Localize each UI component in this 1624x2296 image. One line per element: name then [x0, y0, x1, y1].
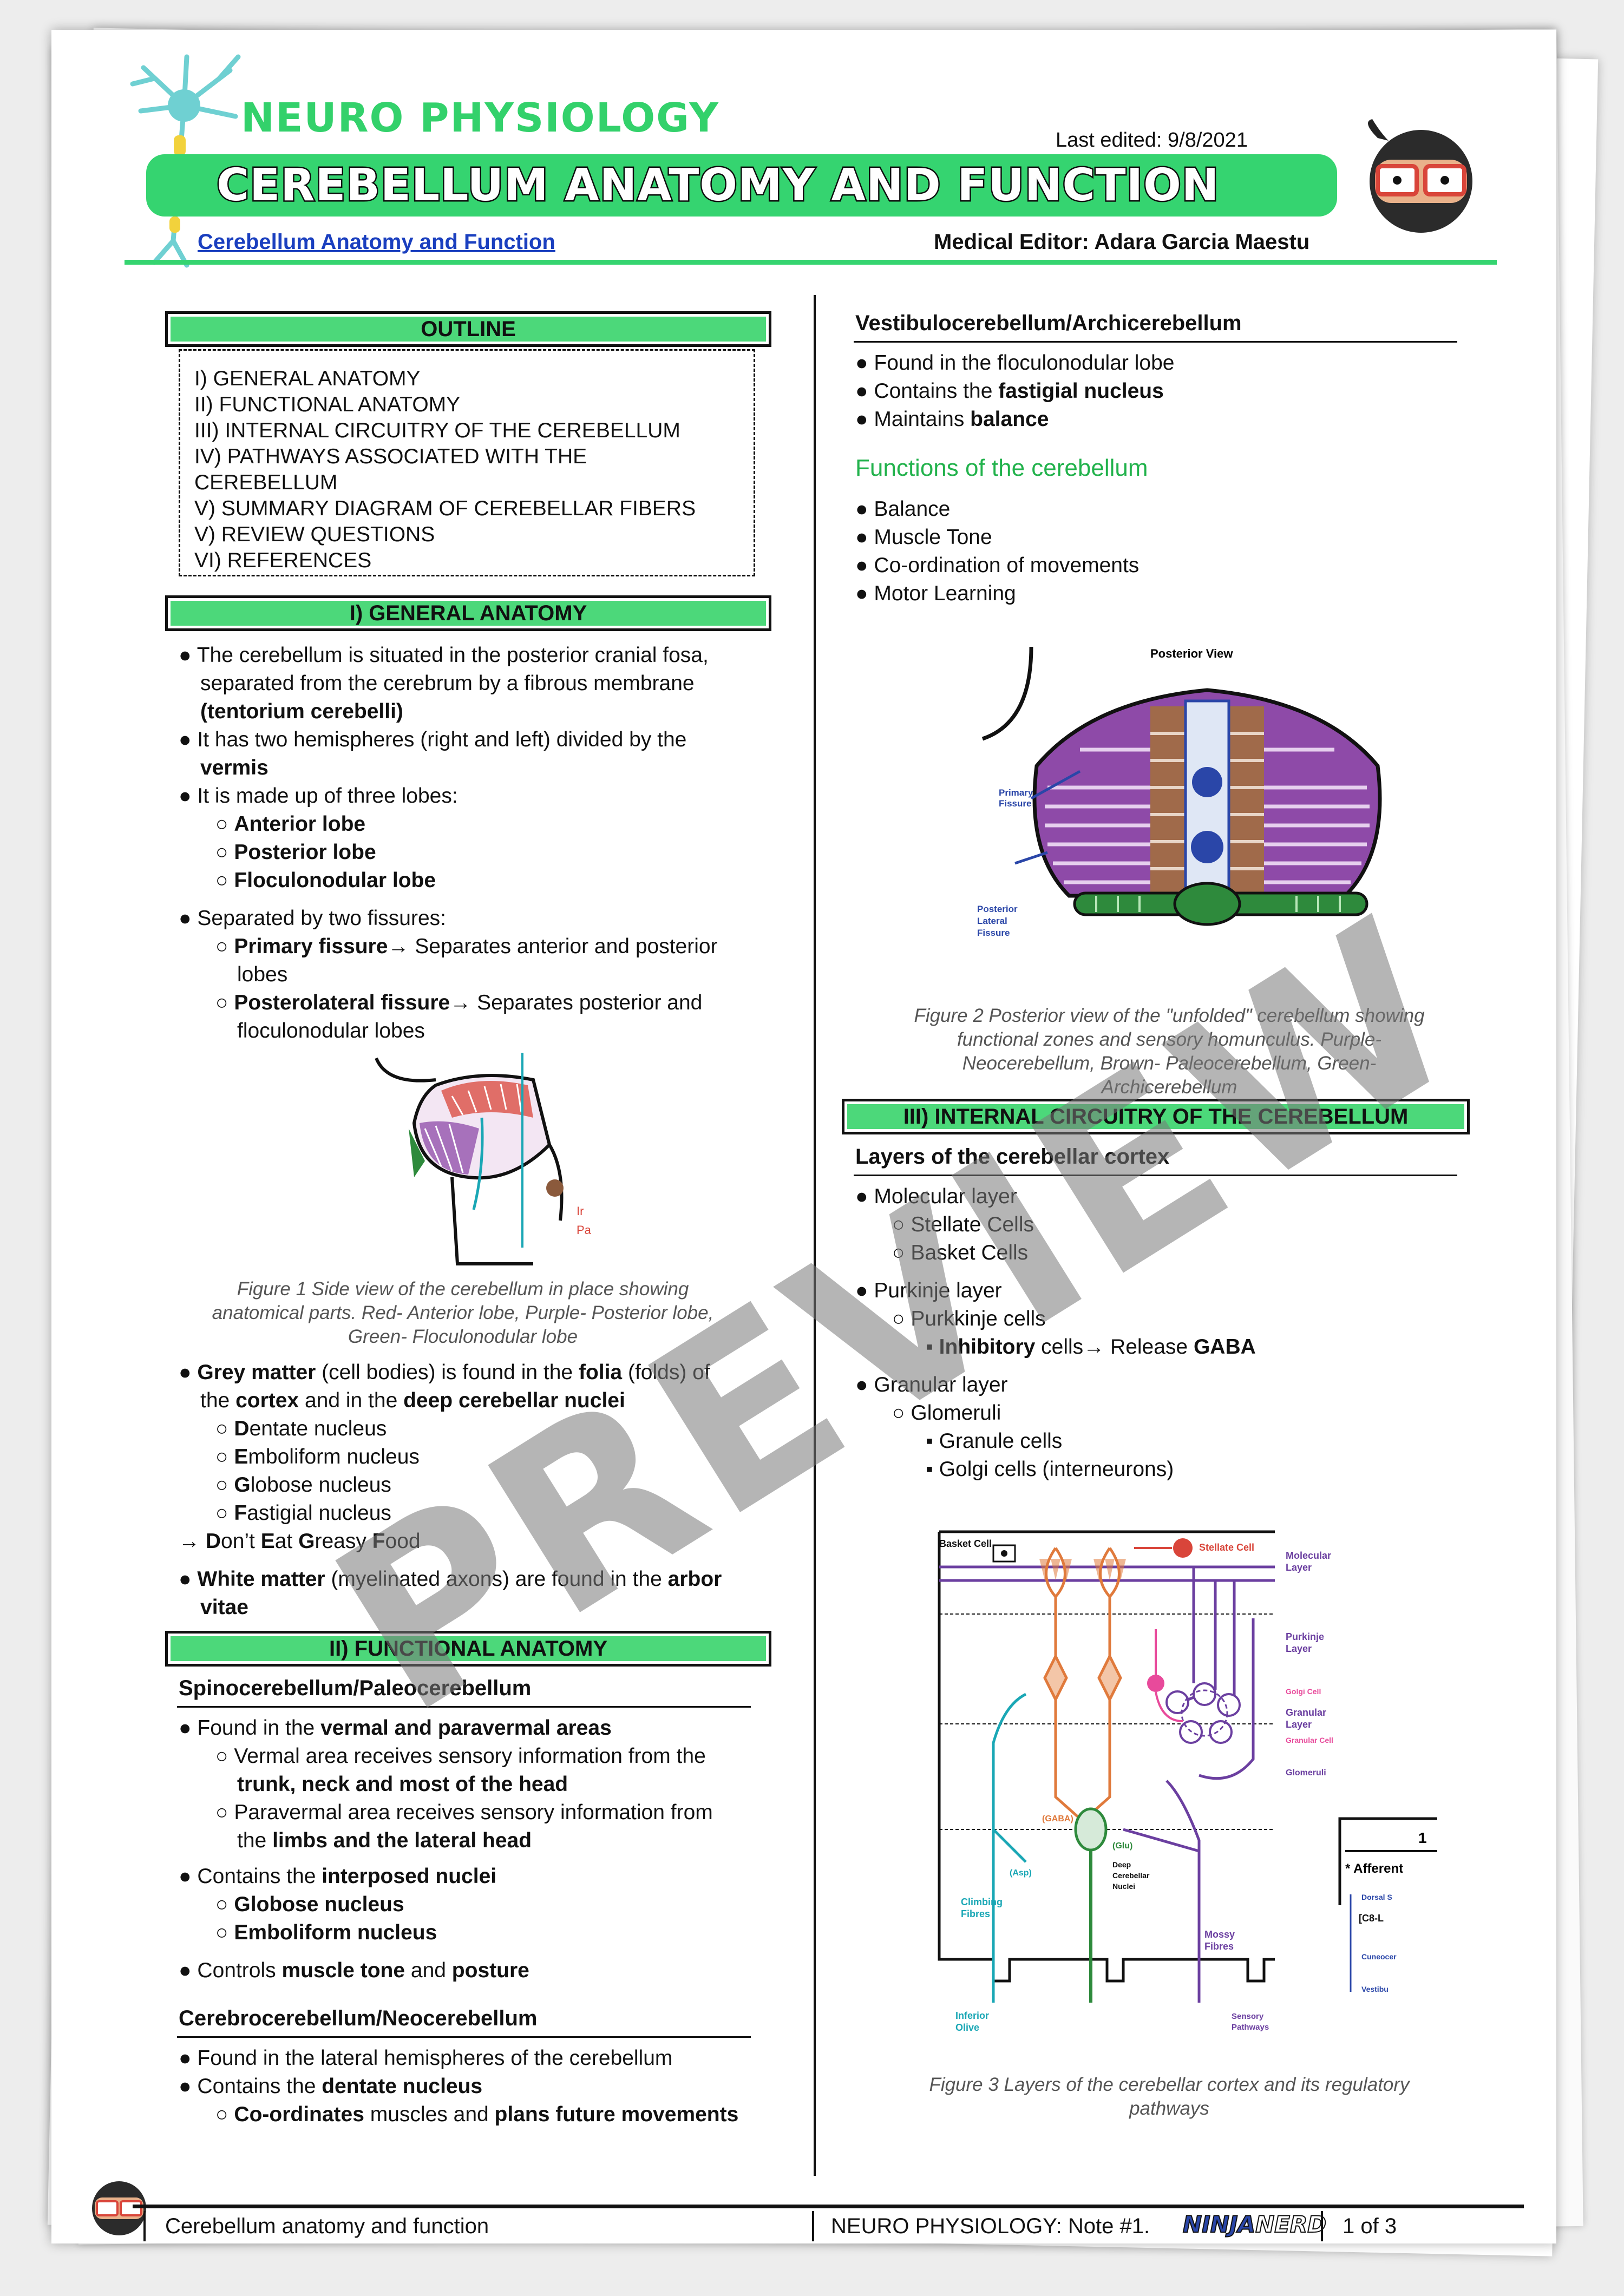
vestibulocerebellum-text: ● Found in the floculonodular lobe ● Con…	[855, 351, 1175, 431]
svg-text:[C8-L: [C8-L	[1359, 1913, 1384, 1924]
title-banner	[146, 154, 1337, 217]
svg-text:Pa: Pa	[577, 1223, 592, 1237]
figure-2-posterior-view: Posterior View Primary Fissure Posterior…	[977, 646, 1382, 938]
svg-text:Deep: Deep	[1112, 1860, 1131, 1869]
outline-item: CEREBELLUM	[194, 471, 338, 494]
svg-text:Pathways: Pathways	[1232, 2023, 1269, 2032]
footer-rule	[133, 2205, 1524, 2208]
section-heading-internal-circuitry: III) INTERNAL CIRCUITRY OF THE CEREBELLU…	[842, 1099, 1470, 1134]
svg-text:Cerebellar: Cerebellar	[1112, 1871, 1150, 1880]
figure-1-caption: Figure 1 Side view of the cerebellum in …	[212, 1278, 714, 1347]
subject-link[interactable]: Cerebellum Anatomy and Function	[198, 230, 555, 254]
svg-text:Layer: Layer	[1286, 1562, 1312, 1573]
outline-heading: OUTLINE	[165, 311, 771, 347]
subheading-rule	[177, 2036, 751, 2038]
svg-text:Sensory: Sensory	[1232, 2012, 1264, 2021]
cerebrocerebellum-heading: Cerebrocerebellum/Neocerebellum	[179, 2006, 538, 2030]
svg-text:Dorsal S: Dorsal S	[1361, 1893, 1392, 1901]
svg-text:1: 1	[1418, 1829, 1427, 1846]
svg-text:Glomeruli: Glomeruli	[1286, 1768, 1326, 1777]
svg-text:Fissure: Fissure	[977, 928, 1010, 938]
svg-text:Granular Cell: Granular Cell	[1286, 1736, 1333, 1744]
outline-item: IV) PATHWAYS ASSOCIATED WITH THE	[194, 445, 587, 468]
footer-divider	[143, 2211, 146, 2241]
svg-text:* Afferent: * Afferent	[1345, 1861, 1403, 1876]
functions-list: ● Balance ● Muscle Tone ● Co-ordination …	[855, 497, 1140, 605]
svg-text:Nuclei: Nuclei	[1112, 1882, 1135, 1891]
svg-text:Primary: Primary	[999, 788, 1033, 798]
mnemonic: → Don’t Eat Greasy Food	[179, 1530, 421, 1553]
subheading-rule	[177, 1706, 751, 1708]
svg-text:Fibres: Fibres	[961, 1908, 990, 1919]
section-heading-functional-anatomy: II) FUNCTIONAL ANATOMY	[165, 1631, 771, 1667]
svg-text:Molecular: Molecular	[1286, 1550, 1331, 1561]
ninja-avatar-icon	[1368, 119, 1472, 233]
outline-item: V) REVIEW QUESTIONS	[194, 523, 435, 546]
layers-text: ● Molecular layer ○ Stellate Cells ○ Bas…	[855, 1185, 1256, 1481]
functions-heading: Functions of the cerebellum	[855, 455, 1148, 481]
svg-text:(Asp): (Asp)	[1010, 1868, 1032, 1878]
footer-note-title: Cerebellum anatomy and function	[165, 2214, 489, 2238]
svg-text:(GABA): (GABA)	[1042, 1814, 1073, 1823]
subheading-rule	[854, 341, 1457, 343]
svg-text:Stellate Cell: Stellate Cell	[1199, 1542, 1254, 1553]
medical-editor: Medical Editor: Adara Garcia Maestu	[934, 230, 1310, 254]
svg-text:Layer: Layer	[1286, 1719, 1312, 1730]
section-heading-general-anatomy: I) GENERAL ANATOMY	[165, 595, 771, 631]
subheading-rule	[854, 1175, 1457, 1176]
svg-text:Granular: Granular	[1286, 1707, 1326, 1718]
outline-item: I) GENERAL ANATOMY	[194, 367, 421, 390]
figure-2-caption: Figure 2 Posterior view of the "unfolded…	[914, 1005, 1425, 1098]
svg-text:Ir: Ir	[577, 1204, 584, 1218]
svg-text:Climbing: Climbing	[961, 1897, 1003, 1907]
header-divider	[125, 260, 1497, 265]
figure-1-side-view: Ir Pa	[375, 1053, 592, 1265]
figure-3-caption: Figure 3 Layers of the cerebellar cortex…	[929, 2074, 1410, 2119]
outline-item: VI) REFERENCES	[194, 549, 372, 572]
outline-item: III) INTERNAL CIRCUITRY OF THE CEREBELLU…	[194, 419, 680, 442]
figure-3-cortex-layers: Basket Cell Stellate Cell Molecular Laye…	[938, 1530, 1437, 2033]
page-title: CEREBELLUM ANATOMY AND FUNCTION	[215, 159, 1220, 213]
svg-text:Posterior View: Posterior View	[1150, 647, 1233, 660]
last-edited: Last edited: 9/8/2021	[1056, 129, 1248, 152]
svg-text:Fibres: Fibres	[1204, 1941, 1234, 1952]
svg-text:Olive: Olive	[955, 2022, 979, 2033]
page-number: 1 of 3	[1343, 2214, 1397, 2238]
document-page: NEURO PHYSIOLOGY Last edited: 9/8/2021 C…	[51, 30, 1556, 2243]
column-divider	[814, 295, 816, 2176]
footer-note-number: NEURO PHYSIOLOGY: Note #1.	[831, 2214, 1150, 2238]
svg-text:Basket Cell: Basket Cell	[939, 1538, 992, 1549]
outline-box: I) GENERAL ANATOMY II) FUNCTIONAL ANATOM…	[179, 349, 755, 576]
vestibulocerebellum-heading: Vestibulocerebellum/Archicerebellum	[855, 311, 1242, 335]
cerebrocerebellum-text: ● Found in the lateral hemispheres of th…	[179, 2046, 739, 2126]
svg-text:Lateral: Lateral	[977, 916, 1007, 926]
spinocerebellum-heading: Spinocerebellum/Paleocerebellum	[179, 1676, 532, 1700]
footer-divider	[812, 2211, 814, 2241]
outline-item: V) SUMMARY DIAGRAM OF CEREBELLAR FIBERS	[194, 497, 696, 520]
svg-text:Golgi Cell: Golgi Cell	[1286, 1687, 1321, 1696]
spinocerebellum-text: ● Found in the vermal and paravermal are…	[179, 1716, 713, 1982]
svg-text:Inferior: Inferior	[955, 2010, 989, 2021]
svg-text:Mossy: Mossy	[1204, 1929, 1235, 1940]
outline-item: II) FUNCTIONAL ANATOMY	[194, 393, 461, 416]
course-title: NEURO PHYSIOLOGY	[241, 95, 719, 141]
layers-heading: Layers of the cerebellar cortex	[855, 1145, 1170, 1169]
svg-text:Fissure: Fissure	[999, 798, 1031, 809]
ninja-nerd-logo: NINJANERD	[1182, 2210, 1327, 2238]
svg-text:Cuneocer: Cuneocer	[1361, 1952, 1397, 1961]
svg-text:(Glu): (Glu)	[1112, 1841, 1132, 1851]
svg-text:Posterior: Posterior	[977, 904, 1018, 914]
general-anatomy-text: ● The cerebellum is situated in the post…	[179, 644, 718, 1042]
matter-text: ● Grey matter (cell bodies) is found in …	[179, 1359, 774, 1622]
svg-text:Layer: Layer	[1286, 1643, 1312, 1654]
svg-text:Purkinje: Purkinje	[1286, 1631, 1324, 1642]
svg-text:Vestibu: Vestibu	[1361, 1985, 1389, 1993]
footer-divider	[1321, 2211, 1323, 2241]
